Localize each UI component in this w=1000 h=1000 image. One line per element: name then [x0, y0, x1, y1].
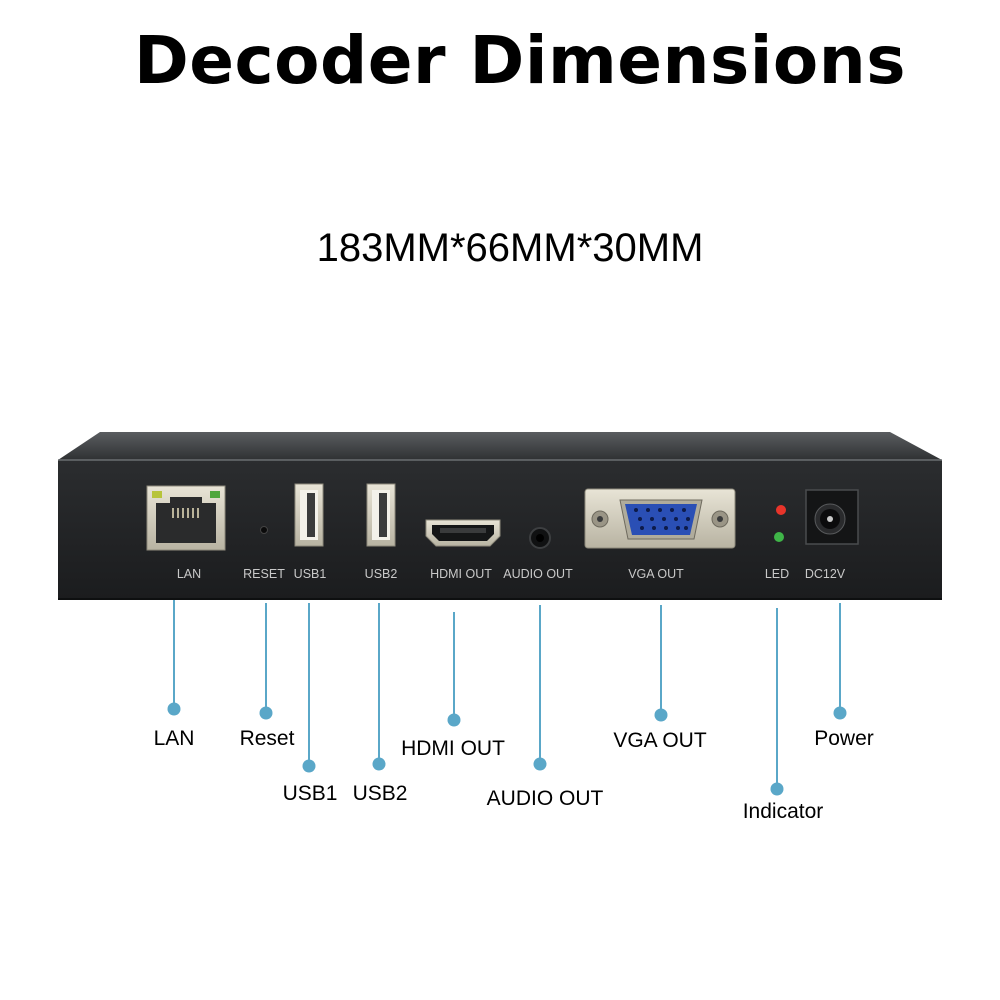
callout-dot-power — [833, 706, 847, 720]
page-title: Decoder Dimensions — [134, 22, 906, 99]
callout-label-usb2: USB2 — [352, 782, 408, 805]
dimensions-text: 183MM*66MM*30MM — [316, 226, 704, 270]
callout-label-hdmi: HDMI OUT — [401, 737, 505, 760]
callout-label-power: Power — [814, 727, 874, 750]
dc-power-jack — [805, 489, 859, 545]
callout-dot-indicator — [770, 782, 784, 796]
hdmi-port — [425, 519, 501, 547]
panel-label-dc12v: DC12V — [805, 567, 846, 581]
callout-label-indicator: Indicator — [742, 800, 824, 823]
callout-dot-reset — [259, 706, 273, 720]
callout-dot-hdmi — [447, 713, 461, 727]
callout-label-reset: Reset — [239, 727, 295, 750]
panel-label-audio: AUDIO OUT — [503, 567, 573, 581]
callout-dot-vga — [654, 708, 668, 722]
callout-label-audio: AUDIO OUT — [486, 787, 604, 810]
callout-label-vga: VGA OUT — [613, 729, 707, 752]
panel-label-lan: LAN — [177, 567, 201, 581]
lan-port — [146, 485, 226, 551]
panel-label-reset: RESET — [243, 567, 285, 581]
red-led-icon — [776, 505, 786, 515]
callout-dot-usb2 — [372, 757, 386, 771]
device-top — [58, 432, 942, 460]
callout-label-lan: LAN — [153, 727, 195, 750]
vga-port — [584, 488, 736, 549]
green-led-icon — [774, 532, 784, 542]
panel-label-usb1: USB1 — [294, 567, 327, 581]
callout-lines — [173, 600, 841, 789]
panel-label-hdmi: HDMI OUT — [430, 567, 492, 581]
panel-label-led: LED — [765, 567, 789, 581]
usb2-port — [366, 483, 396, 547]
audio-jack — [529, 527, 551, 549]
panel-label-vga: VGA OUT — [628, 567, 684, 581]
lan-led-icon — [210, 491, 220, 498]
callout-dots — [167, 702, 847, 796]
callout-dot-usb1 — [302, 759, 316, 773]
usb1-port — [294, 483, 324, 547]
callout-label-usb1: USB1 — [282, 782, 338, 805]
reset-hole — [260, 526, 268, 534]
callout-dot-lan — [167, 702, 181, 716]
lan-led-icon — [152, 491, 162, 498]
panel-label-usb2: USB2 — [365, 567, 398, 581]
callout-dot-audio — [533, 757, 547, 771]
